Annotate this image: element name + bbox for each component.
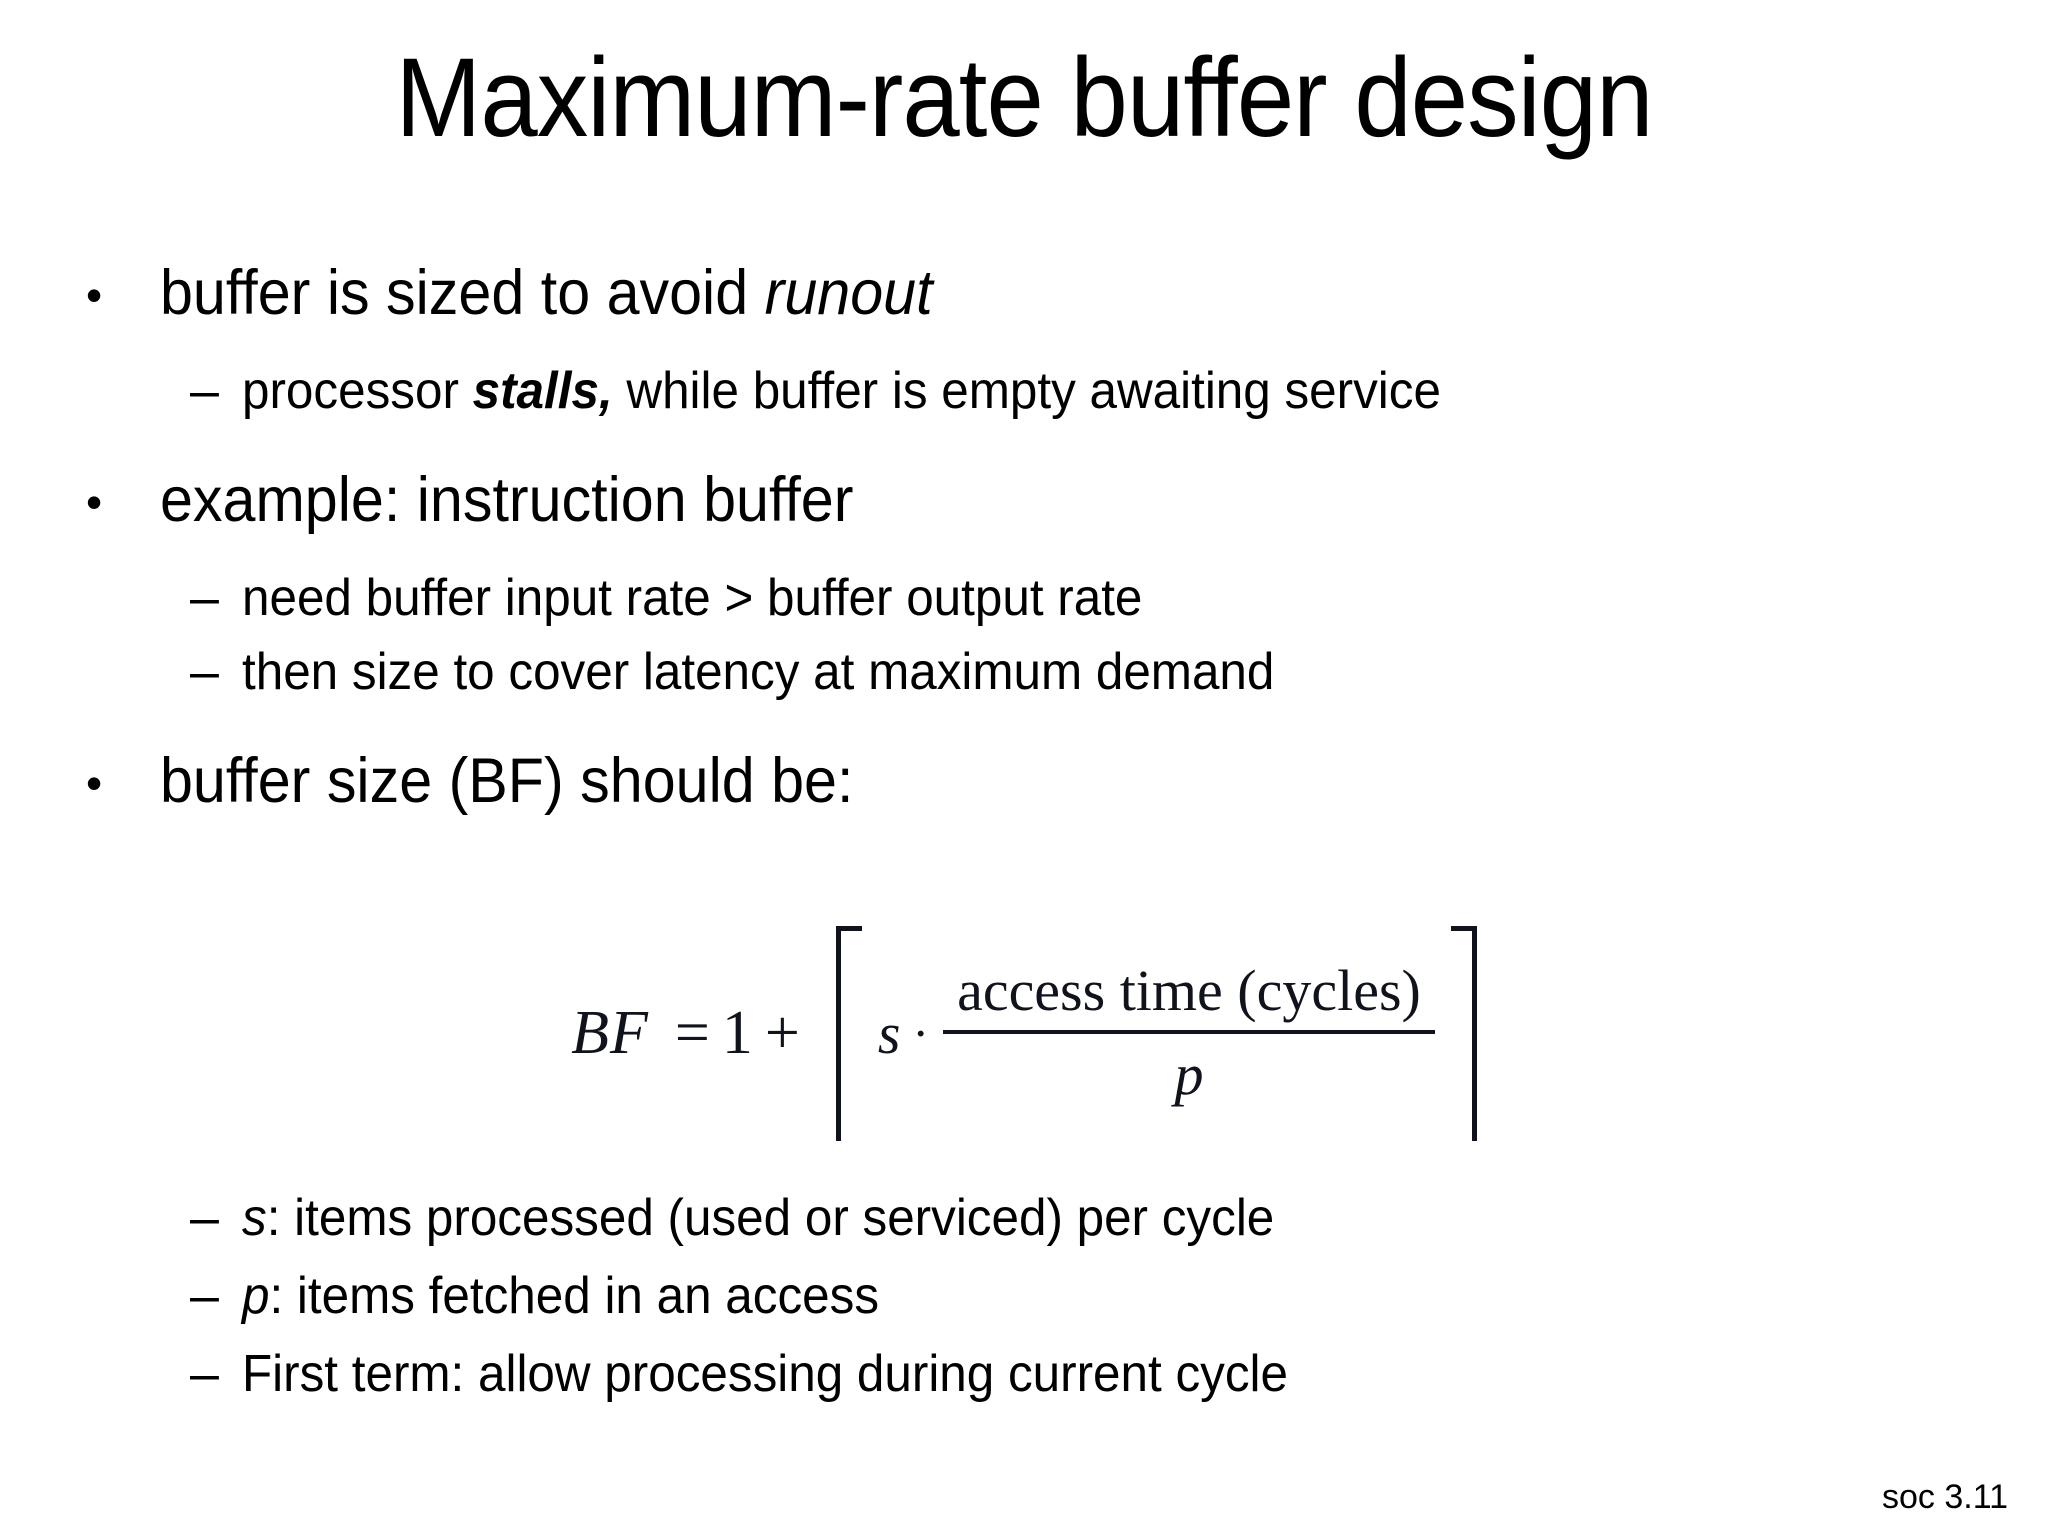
formula-equals: = <box>674 998 710 1067</box>
dash-marker-icon: – <box>190 643 219 701</box>
subbullet-item-1-emphasis: stalls, <box>472 362 613 420</box>
subbullet-item-p-tail: : items fetched in an access <box>269 1267 880 1325</box>
subbullet-item-s-tail: : items processed (used or serviced) per… <box>266 1189 1275 1247</box>
bullet-item-3: • buffer size (BF) should be: <box>0 750 2048 813</box>
definitions-list: – s: items processed (used or serviced) … <box>0 1192 2048 1426</box>
formula-one: 1 <box>721 998 753 1067</box>
bullet-item-1-lead: buffer is sized to avoid <box>160 258 765 328</box>
ceiling-bracket-group: s · access time (cycles) p <box>835 925 1477 1141</box>
dash-marker-icon: – <box>190 1189 219 1247</box>
subbullet-item-p-label: p: items fetched in an access <box>242 1270 1958 1322</box>
formula-container: BF = 1 + s · access time (cycles) p <box>0 918 2048 1148</box>
ceiling-contents: s · access time (cycles) p <box>862 926 1451 1141</box>
subbullet-item-first-term-label: First term: allow processing during curr… <box>242 1345 1288 1403</box>
dash-marker-icon: – <box>190 1267 219 1325</box>
subbullet-item-1-label: processor stalls, while buffer is empty … <box>242 365 1958 417</box>
subbullet-item-3-label: then size to cover latency at maximum de… <box>242 643 1275 701</box>
subbullet-item-1-lead: processor <box>242 362 473 420</box>
formula-plus: + <box>764 998 800 1067</box>
subbullet-item-3: – then size to cover latency at maximum … <box>0 646 2048 698</box>
bullet-marker-icon: • <box>86 269 103 321</box>
formula-s-variable: s <box>877 1000 901 1066</box>
subbullet-item-p-definition: – p: items fetched in an access <box>0 1270 2048 1322</box>
slide-footer: soc 3.11 <box>1881 1478 2008 1516</box>
subbullet-item-1: – processor stalls, while buffer is empt… <box>0 365 2048 417</box>
bullet-list: • buffer is sized to avoid runout – proc… <box>0 262 2048 827</box>
variable-s-emphasis: s <box>242 1189 267 1247</box>
subbullet-item-1-tail: while buffer is empty awaiting service <box>612 362 1441 420</box>
dash-marker-icon: – <box>190 1345 219 1403</box>
fraction-bar-icon <box>943 1030 1435 1034</box>
subbullet-item-first-term: – First term: allow processing during cu… <box>0 1348 2048 1400</box>
subbullet-item-s-definition: – s: items processed (used or serviced) … <box>0 1192 2048 1244</box>
subbullet-item-2-label: need buffer input rate > buffer output r… <box>242 569 1143 627</box>
subbullet-item-s-label: s: items processed (used or serviced) pe… <box>242 1192 1958 1244</box>
variable-p-emphasis: p <box>242 1267 270 1325</box>
formula-fraction: access time (cycles) p <box>943 962 1435 1104</box>
bullet-item-2: • example: instruction buffer <box>0 469 2048 532</box>
bullet-marker-icon: • <box>86 476 103 528</box>
formula-denominator: p <box>1174 1042 1204 1107</box>
formula-numerator: access time (cycles) <box>957 958 1421 1023</box>
formula-multiply-dot-icon: · <box>912 1005 930 1061</box>
buffer-size-formula: BF = 1 + s · access time (cycles) p <box>571 918 1477 1148</box>
subbullet-item-2: – need buffer input rate > buffer output… <box>0 572 2048 624</box>
dash-marker-icon: – <box>190 569 219 627</box>
ceiling-left-bracket-icon <box>835 925 862 1141</box>
formula-lhs: BF <box>571 998 649 1067</box>
bullet-item-1-label: buffer is sized to avoid runout <box>160 262 1935 325</box>
bullet-item-3-label: buffer size (BF) should be: <box>160 746 854 816</box>
bullet-item-1-emphasis: runout <box>764 258 933 328</box>
dash-marker-icon: – <box>190 362 219 420</box>
ceiling-right-bracket-icon <box>1450 925 1477 1141</box>
bullet-item-2-label: example: instruction buffer <box>160 465 854 535</box>
bullet-item-1: • buffer is sized to avoid runout <box>0 262 2048 325</box>
page-title: Maximum-rate buffer design <box>395 35 1653 160</box>
bullet-marker-icon: • <box>86 757 103 809</box>
